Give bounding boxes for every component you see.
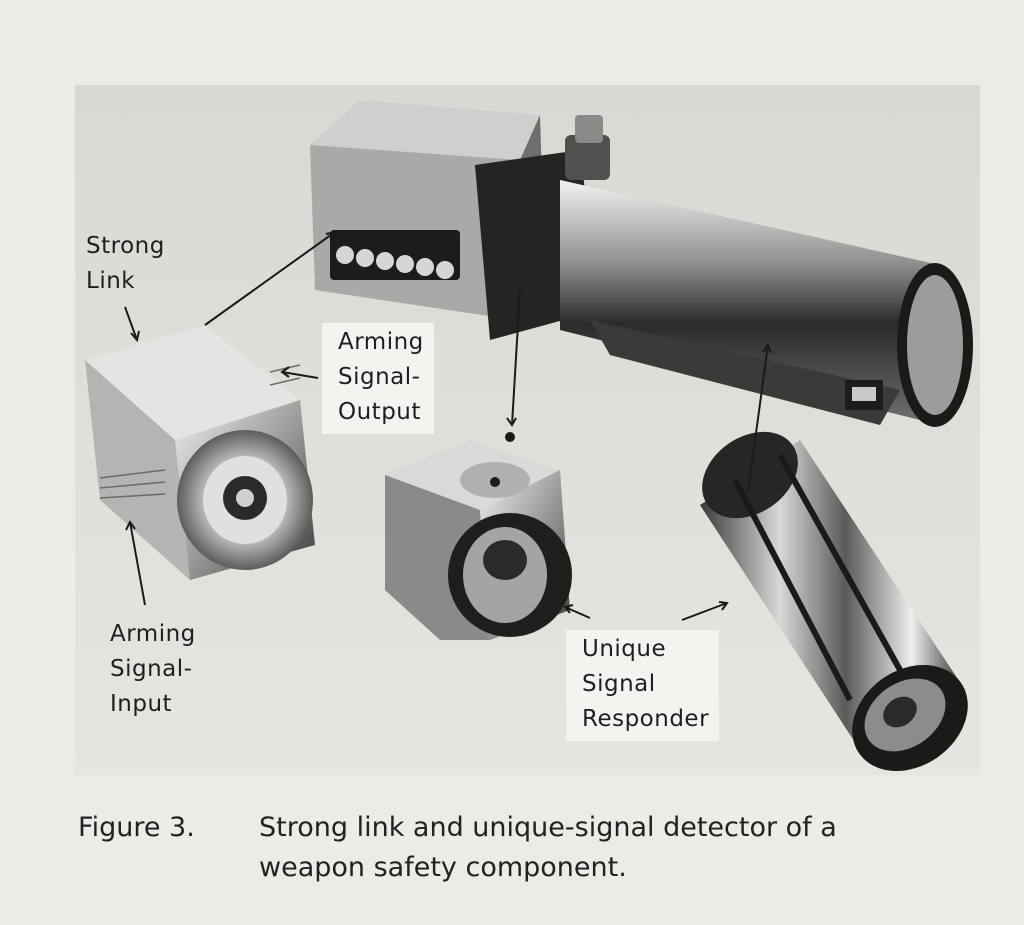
unique-signal-line-2: Signal <box>582 671 656 697</box>
arming-output-line-2: Signal- <box>338 364 421 390</box>
arming-signal-input-label: Arming Signal- Input <box>110 617 196 722</box>
caption-text: Strong link and unique-signal detector o… <box>259 808 939 888</box>
strong-link-assembly <box>310 100 973 427</box>
caption-line-2: weapon safety component. <box>259 852 627 883</box>
strong-link-cube <box>85 325 315 580</box>
figure-number: Figure 3. <box>78 812 195 843</box>
caption-line-1: Strong link and unique-signal detector o… <box>259 812 837 843</box>
arming-input-line-1: Arming <box>110 621 196 647</box>
arming-output-line-3: Output <box>338 399 421 425</box>
leader-lines <box>124 230 772 621</box>
strong-link-line-1: Strong <box>86 233 165 259</box>
arming-output-line-1: Arming <box>338 329 424 355</box>
unique-signal-line-1: Unique <box>582 636 667 662</box>
arming-input-line-3: Input <box>110 691 173 717</box>
strong-link-label: Strong Link <box>86 229 165 299</box>
arming-input-line-2: Signal- <box>110 656 193 682</box>
arming-signal-output-label: Arming Signal- Output <box>322 323 434 434</box>
strong-link-line-2: Link <box>86 268 136 294</box>
detector-cube <box>385 432 572 640</box>
component-photograph <box>75 85 980 775</box>
unique-signal-line-3: Responder <box>582 706 710 732</box>
unique-signal-responder-label: Unique Signal Responder <box>566 630 720 741</box>
